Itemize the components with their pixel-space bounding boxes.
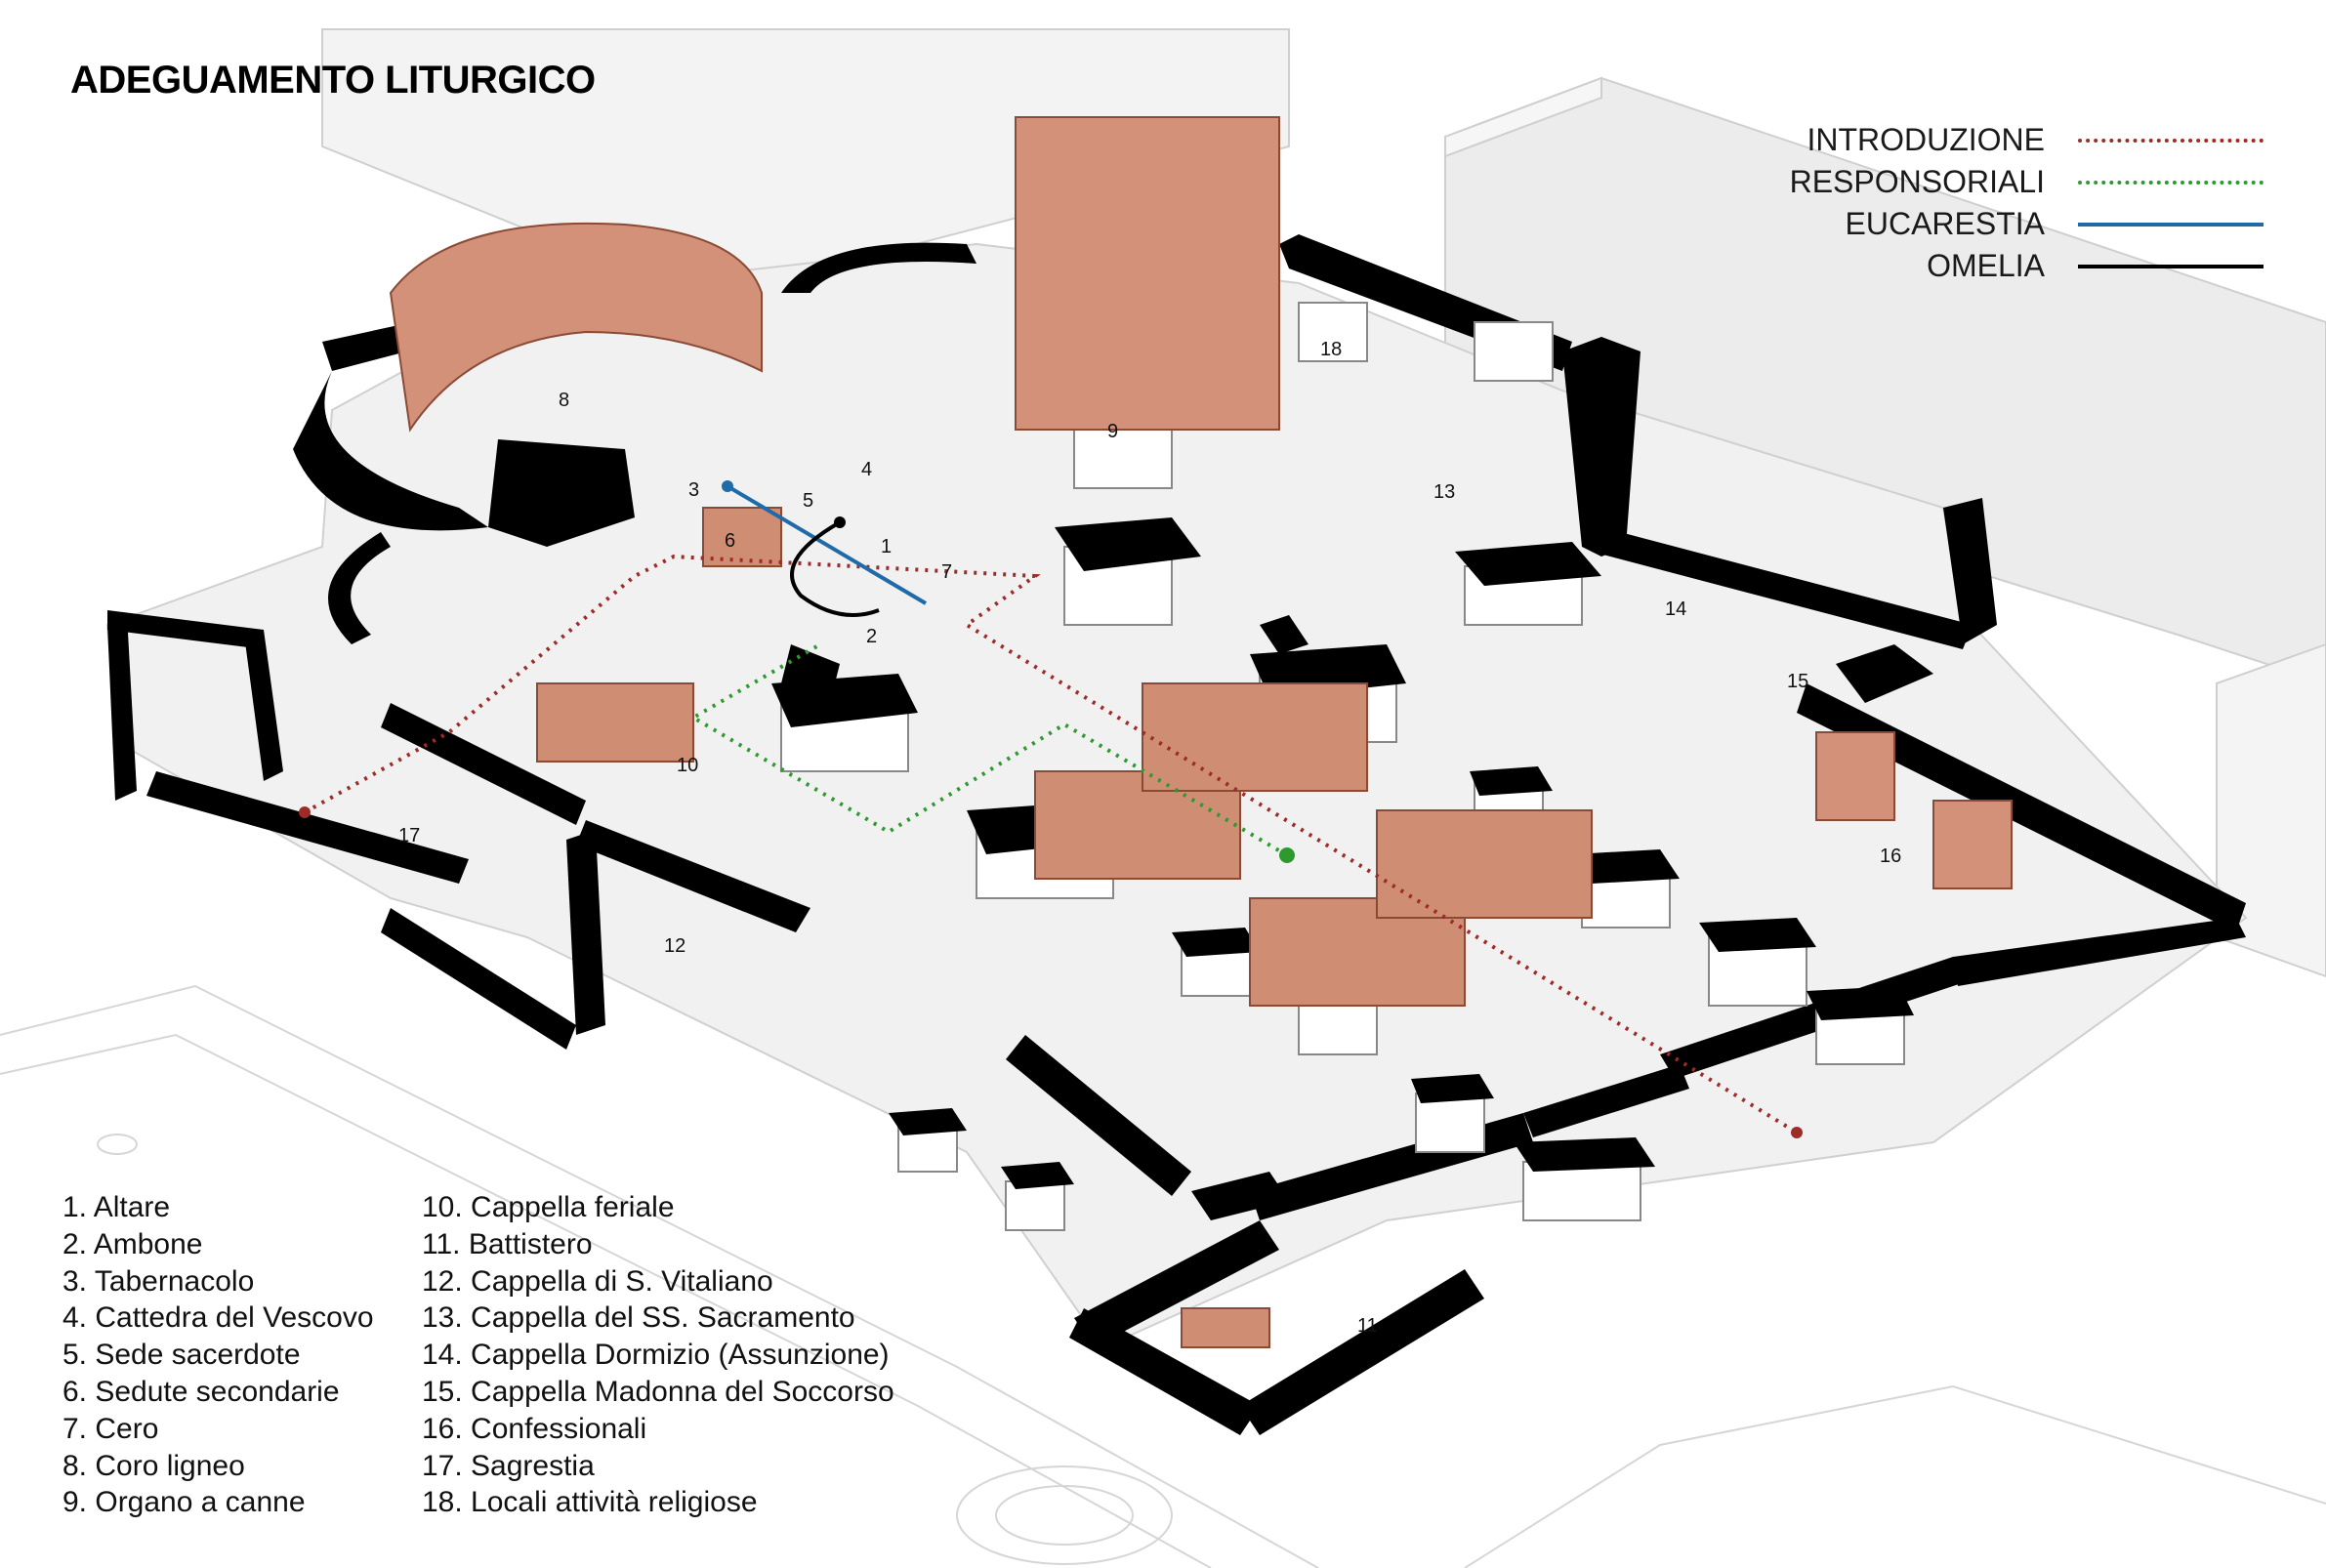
- key-item: 3. Tabernacolo: [62, 1264, 255, 1298]
- key-item: 6. Sedute secondarie: [62, 1375, 340, 1408]
- path-eucarestia: [726, 484, 928, 605]
- legend-item: INTRODUZIONE: [1790, 119, 2264, 161]
- plan-number: 17: [398, 825, 420, 846]
- plan-number: 10: [677, 755, 698, 776]
- plan-number: 18: [1320, 339, 1342, 360]
- key-list-left: 1. Altare 2. Ambone 3. Tabernacolo 4. Ca…: [62, 1189, 374, 1521]
- key-item: 9. Organo a canne: [62, 1486, 306, 1519]
- key-item: 1. Altare: [62, 1191, 171, 1223]
- plan-number: 15: [1787, 671, 1808, 692]
- key-item: 5. Sede sacerdote: [62, 1339, 301, 1372]
- legend-label: OMELIA: [1927, 248, 2045, 283]
- key-item: 4. Cattedra del Vescovo: [62, 1301, 374, 1335]
- key-item: 8. Coro ligneo: [62, 1449, 245, 1482]
- legend-swatch: [2078, 264, 2264, 268]
- legend: INTRODUZIONE RESPONSORIALI EUCARESTIA OM…: [1790, 119, 2264, 287]
- key-list-right: 10. Cappella feriale 11. Battistero 12. …: [422, 1189, 894, 1521]
- page-title: ADEGUAMENTO LITURGICO: [70, 59, 596, 102]
- ground-features: [0, 984, 2326, 1568]
- plan-number: 9: [1107, 421, 1118, 442]
- legend-label: RESPONSORIALI: [1789, 164, 2045, 199]
- legend-swatch: [2078, 180, 2264, 185]
- key-item: 12. Cappella di S. Vitaliano: [422, 1264, 773, 1298]
- plan-number: 13: [1433, 481, 1455, 503]
- pew-group: [536, 507, 1593, 1348]
- plan-number: 6: [725, 530, 735, 552]
- key-item: 18. Locali attività religiose: [422, 1486, 758, 1519]
- key-item: 11. Battistero: [422, 1227, 593, 1260]
- key-item: 16. Confessionali: [422, 1412, 647, 1445]
- plan-number: 14: [1665, 598, 1686, 620]
- plan-number: 8: [559, 390, 569, 411]
- key-item: 10. Cappella feriale: [422, 1191, 675, 1223]
- plan-number: 5: [803, 490, 813, 512]
- wooden-elements: [389, 116, 2013, 1348]
- walls: [107, 234, 2246, 1435]
- plan-number: 2: [866, 626, 877, 647]
- key-item: 14. Cappella Dormizio (Assunzione): [422, 1339, 890, 1372]
- legend-swatch: [2078, 138, 2264, 143]
- plan-number: 12: [664, 935, 685, 957]
- key-item: 15. Cappella Madonna del Soccorso: [422, 1375, 894, 1408]
- legend-swatch: [2078, 222, 2264, 227]
- legend-item: RESPONSORIALI: [1790, 161, 2264, 203]
- plan-number: 16: [1880, 846, 1901, 867]
- liturgical-paths: [299, 480, 1803, 1138]
- wooden-choir: [389, 222, 763, 433]
- legend-label: EUCARESTIA: [1845, 206, 2045, 241]
- key-item: 17. Sagrestia: [422, 1449, 595, 1482]
- plan-number: 11: [1357, 1315, 1378, 1337]
- piers: [771, 302, 1914, 1231]
- legend-item: OMELIA: [1790, 245, 2264, 287]
- key-item: 2. Ambone: [62, 1227, 203, 1260]
- confessional-a: [1815, 731, 1895, 821]
- surrounding-buildings: [321, 28, 2326, 978]
- path-introduzione: [304, 554, 1799, 1135]
- plan-number: 7: [941, 561, 952, 583]
- confessional-b: [1932, 800, 2013, 889]
- key-item: 7. Cero: [62, 1412, 159, 1445]
- plan-number: 4: [861, 459, 872, 480]
- legend-item: EUCARESTIA: [1790, 203, 2264, 245]
- pipe-organ: [1015, 116, 1280, 431]
- plan-number: 3: [688, 479, 699, 501]
- key-item: 13. Cappella del SS. Sacramento: [422, 1301, 855, 1335]
- legend-label: INTRODUZIONE: [1807, 122, 2045, 157]
- plan-numbers: 1 2 3 4 5 6 7 8 9 10 11 12 13 14 15 16 1…: [398, 339, 1901, 1337]
- path-omelia: [790, 520, 880, 617]
- plan-number: 1: [881, 536, 892, 557]
